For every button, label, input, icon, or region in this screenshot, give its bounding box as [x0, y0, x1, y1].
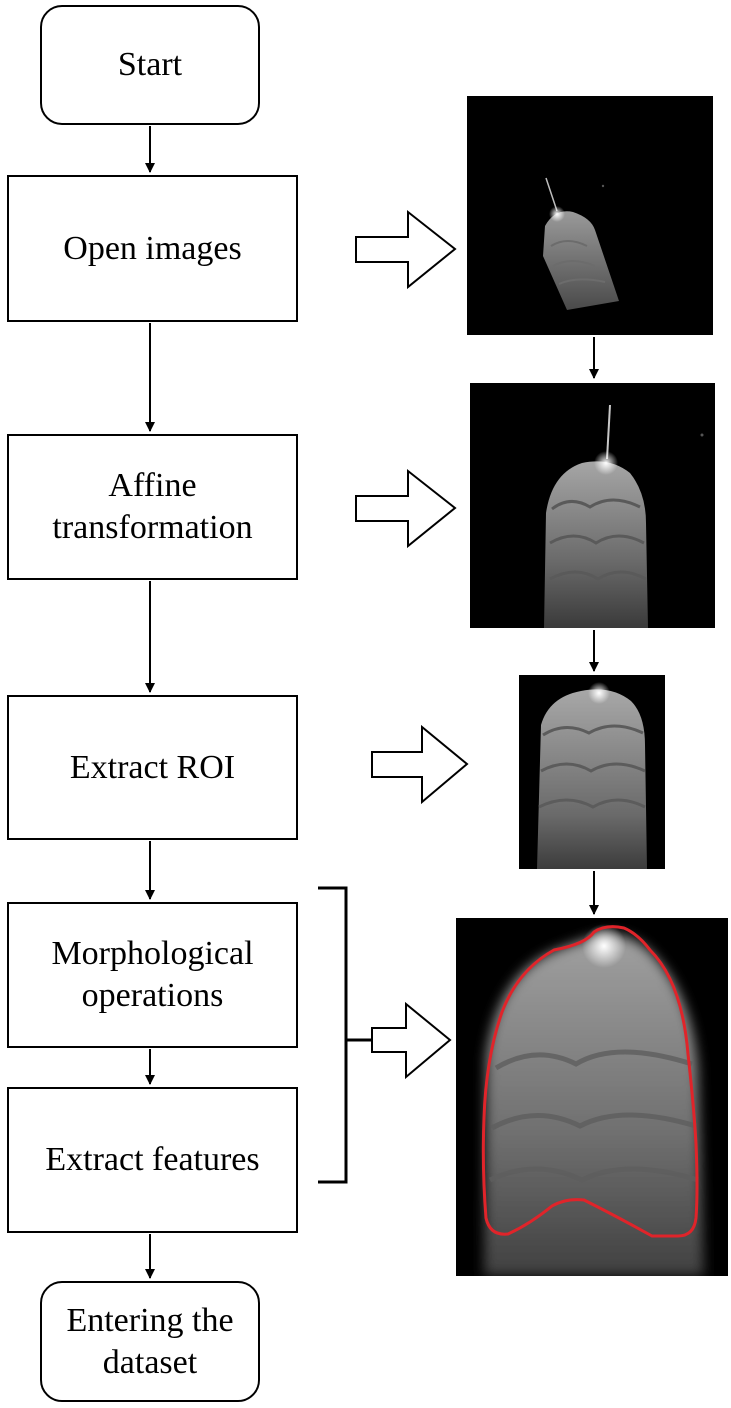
node-open-images: Open images [7, 175, 298, 322]
node-extract-roi: Extract ROI [7, 695, 298, 840]
node-extract-features: Extract features [7, 1087, 298, 1233]
photo-contour [456, 918, 728, 1276]
block-arrow-features [371, 1001, 452, 1080]
block-arrow-open [355, 209, 457, 290]
node-morphological-operations: Morphological operations [7, 902, 298, 1048]
block-arrow-roi [371, 724, 469, 805]
bracket [318, 886, 372, 1184]
node-affine-transformation: Affine transformation [7, 434, 298, 580]
node-start: Start [40, 5, 260, 125]
block-arrow-affine [355, 468, 457, 549]
photo-open-images [467, 96, 713, 335]
photo-affine-transformation [470, 383, 715, 628]
photo-extract-roi [519, 675, 665, 869]
contour-outline [481, 925, 699, 1238]
node-entering-dataset: Entering the dataset [40, 1281, 260, 1402]
